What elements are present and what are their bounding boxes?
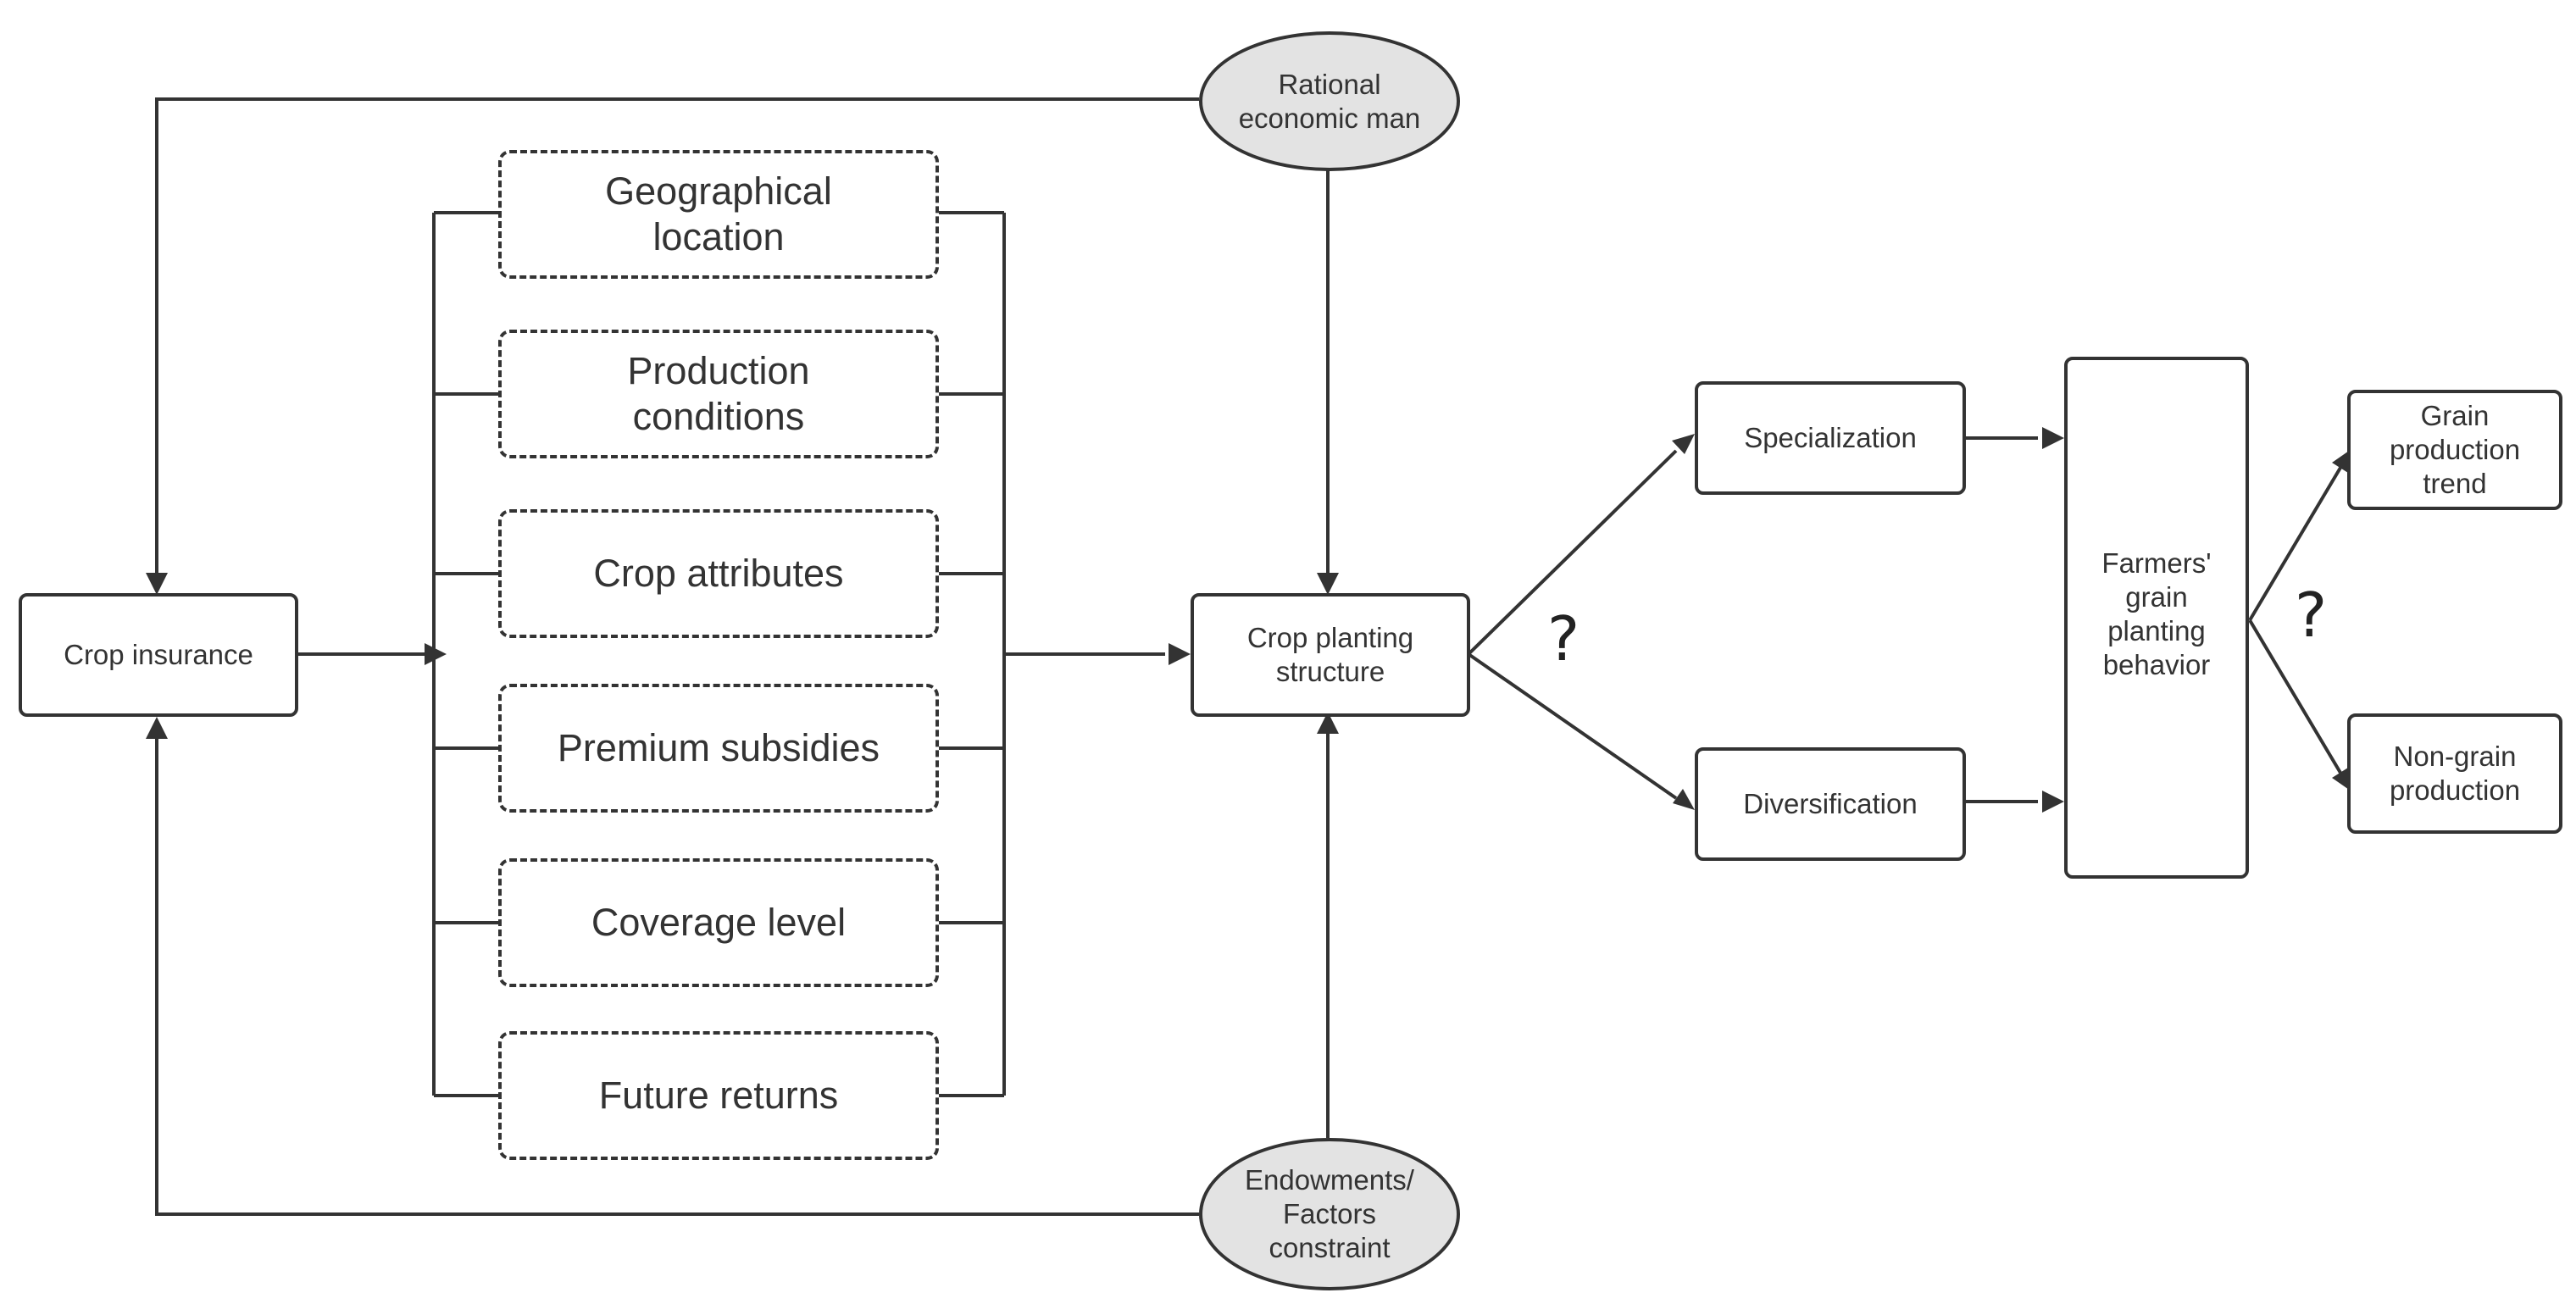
factor-box-premium-subsidies: Premium subsidies <box>498 684 939 813</box>
line-rational-to-insurance <box>155 97 1199 576</box>
non-grain-box: Non-grain production <box>2347 713 2562 834</box>
factor-box-production-conditions: Production conditions <box>498 330 939 458</box>
endowments-label: Endowments/ Factors constraint <box>1245 1164 1414 1263</box>
line-endowments-to-insurance <box>155 737 1199 1216</box>
factor-label: Future returns <box>598 1074 839 1117</box>
specialization-box: Specialization <box>1695 381 1966 495</box>
crop-insurance-label: Crop insurance <box>64 639 253 670</box>
factor-box-crop-attributes: Crop attributes <box>498 509 939 638</box>
arrowhead <box>1169 643 1191 665</box>
grain-trend-label: Grain production trend <box>2389 400 2521 499</box>
arrowhead <box>1673 789 1695 810</box>
crop-planting-structure-box: Crop planting structure <box>1191 593 1470 717</box>
factor-box-geographical-location: Geographical location <box>498 150 939 279</box>
factor-label: Geographical location <box>605 169 832 258</box>
question-mark-structure: ? <box>1547 603 1580 674</box>
arrowhead <box>2042 791 2064 813</box>
grain-trend-box: Grain production trend <box>2347 390 2562 510</box>
arrowhead <box>146 573 168 595</box>
factor-label: Premium subsidies <box>557 726 880 769</box>
arrowhead <box>425 643 447 665</box>
farmers-behavior-label: Farmers' grain planting behavior <box>2101 547 2212 680</box>
question-mark-behavior: ? <box>2295 580 2328 651</box>
endowments-ellipse: Endowments/ Factors constraint <box>1199 1138 1460 1290</box>
arrowhead <box>2332 768 2351 791</box>
factor-box-coverage-level: Coverage level <box>498 858 939 987</box>
arrowhead <box>146 717 168 739</box>
factor-box-future-returns: Future returns <box>498 1031 939 1160</box>
diversification-label: Diversification <box>1743 788 1918 819</box>
rational-economic-man-ellipse: Rational economic man <box>1199 31 1460 171</box>
line-structure-to-specialization <box>1467 449 1678 656</box>
rational-economic-man-label: Rational economic man <box>1238 68 1421 134</box>
crop-planting-structure-label: Crop planting structure <box>1246 622 1414 687</box>
factor-label: Crop attributes <box>593 552 844 595</box>
arrowhead <box>1317 712 1339 734</box>
factor-label: Production conditions <box>627 349 810 438</box>
line-structure-to-diversification <box>1467 652 1678 800</box>
line-behavior-to-nongrain <box>2248 619 2342 774</box>
farmers-behavior-box: Farmers' grain planting behavior <box>2064 357 2249 879</box>
diversification-box: Diversification <box>1695 747 1966 861</box>
arrowhead <box>2042 427 2064 449</box>
arrowhead <box>2332 449 2351 473</box>
factor-label: Coverage level <box>591 901 847 944</box>
arrowhead <box>1317 573 1339 595</box>
specialization-label: Specialization <box>1744 422 1917 453</box>
arrowhead <box>1672 434 1695 454</box>
line-behavior-to-grain <box>2248 466 2342 622</box>
non-grain-label: Non-grain production <box>2389 741 2521 806</box>
crop-insurance-box: Crop insurance <box>19 593 298 717</box>
